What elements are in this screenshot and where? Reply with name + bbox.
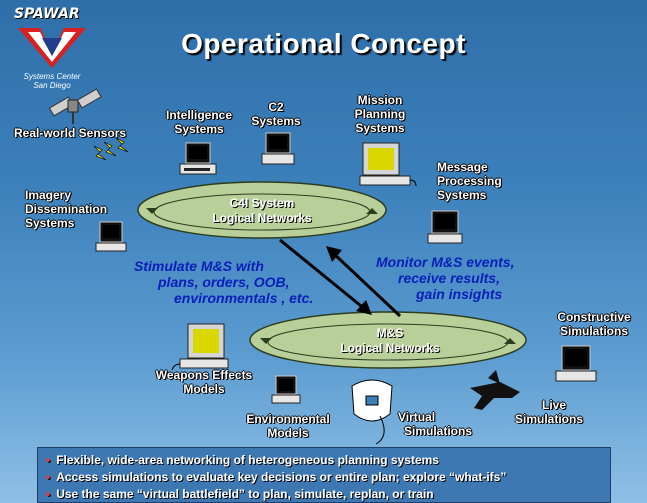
satellite-icon [48,88,102,124]
message-computer-icon [427,210,463,244]
spawar-logo: SPAWAR Systems Center San Diego [12,6,92,96]
stimulate-annotation: Stimulate M&S with plans, orders, OOB, e… [134,258,314,306]
bullet-item: •Flexible, wide-area networking of heter… [46,453,439,467]
weapons-computer-icon [171,323,229,371]
constructive-computer-icon [555,345,597,382]
imagery-computer-icon [95,221,127,252]
monitor-annotation: Monitor M&S events, receive results, gai… [376,254,515,302]
mission-computer-icon [359,142,417,187]
intelligence-computer-icon [179,142,217,175]
logo-sub1: Systems Center [23,72,81,81]
bullet-item: •Use the same “virtual battlefield” to p… [46,487,434,501]
c4i-network-ellipse [137,181,387,239]
logo-brand: SPAWAR [14,6,80,22]
summary-bullets: •Flexible, wide-area networking of heter… [37,447,611,503]
vr-headset-icon [351,379,393,445]
logo-sub2: San Diego [33,81,71,90]
chevron-logo-icon [18,28,86,68]
label-sensors: Real-world Sensors [14,126,127,140]
c2-computer-icon [261,132,295,165]
page-title: Operational Concept [181,28,466,59]
ms-network-ellipse [249,311,527,369]
monitor-arrow [330,250,402,318]
lightning-icon [93,137,129,161]
environmental-computer-icon [271,375,301,404]
jet-icon [470,370,520,410]
stimulate-arrow [279,238,367,312]
bullet-item: •Access simulations to evaluate key deci… [46,470,507,484]
